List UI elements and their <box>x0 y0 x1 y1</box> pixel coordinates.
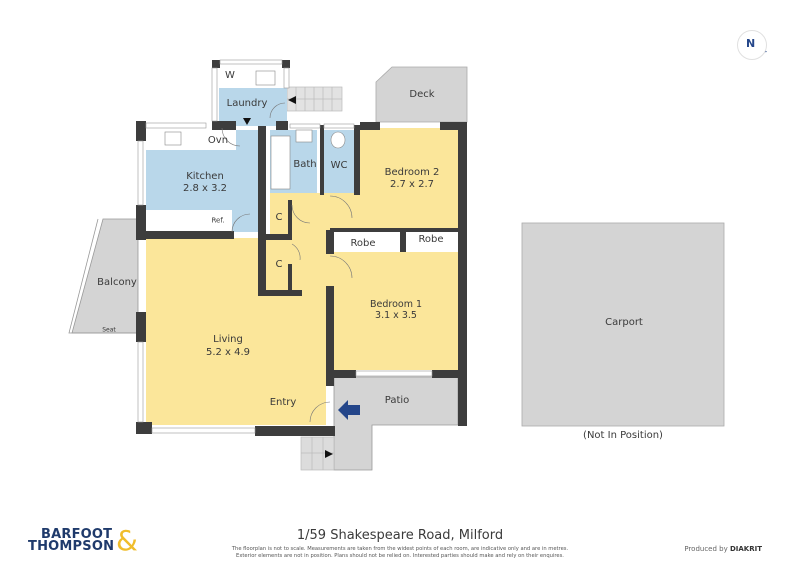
fixtures <box>164 70 346 149</box>
compass: N <box>737 30 767 60</box>
kitchen-bench-bottom <box>146 210 232 232</box>
disclaimer-line1: The floorplan is not to scale. Measureme… <box>231 546 569 552</box>
balcony-label: Balcony <box>97 277 137 288</box>
balcony-seat-label: Seat <box>102 326 116 334</box>
walls <box>136 60 467 436</box>
hall2-floor <box>290 231 330 291</box>
carport-note: (Not In Position) <box>583 430 663 441</box>
deck-label: Deck <box>409 89 435 100</box>
cupboard1-label: C <box>275 212 283 223</box>
living-size: 5.2 x 4.9 <box>205 347 251 358</box>
producer-name: DIAKRIT <box>729 545 762 553</box>
stair-arrow-up <box>288 96 296 104</box>
produced-by: Produced by DIAKRIT <box>684 545 762 553</box>
laundry-floor <box>219 88 287 126</box>
disclaimer: The floorplan is not to scale. Measureme… <box>0 546 800 560</box>
property-address: 1/59 Shakespeare Road, Milford <box>296 528 504 543</box>
patio-label: Patio <box>384 395 410 406</box>
living-name: Living <box>213 334 243 345</box>
agency-logo: BARFOOT THOMPSON & <box>28 524 148 558</box>
bedroom2-name: Bedroom 2 <box>384 167 440 178</box>
bath-label: Bath <box>293 159 317 170</box>
patio-area <box>333 376 459 471</box>
cupboard2-label: C <box>275 259 283 270</box>
entry-label: Entry <box>269 397 297 408</box>
washer-label: W <box>225 70 235 81</box>
bath-tub <box>270 135 291 190</box>
kitchen-name: Kitchen <box>186 171 224 182</box>
agency-ampersand: & <box>116 524 138 557</box>
entry-arrow <box>338 400 360 420</box>
laundry-label: Laundry <box>226 98 268 109</box>
door-swings <box>221 102 353 423</box>
disclaimer-line2: Exterior elements are not in position. P… <box>236 553 564 559</box>
kitchen-size: 2.8 x 3.2 <box>182 183 228 194</box>
carport-label: Carport <box>605 317 643 328</box>
oven-label: Ovn <box>207 135 229 146</box>
carport-area <box>521 222 725 427</box>
agency-name-line2: THOMPSON <box>28 539 115 554</box>
bedroom1-size: 3.1 x 3.5 <box>375 310 417 321</box>
stair-arrow-patio <box>325 450 333 458</box>
deck-area <box>375 66 468 123</box>
robe1-label: Robe <box>350 238 376 249</box>
windows <box>137 59 433 434</box>
balcony-area <box>71 218 139 334</box>
robe2 <box>404 230 458 250</box>
bedroom2-size: 2.7 x 2.7 <box>389 179 435 190</box>
wc-label: WC <box>330 160 348 171</box>
bedroom1-name: Bedroom 1 <box>369 299 423 310</box>
balcony-rail <box>68 218 138 334</box>
robe2-label: Robe <box>418 234 444 245</box>
fridge-label: Ref. <box>211 216 225 225</box>
laundry-door-arrow <box>243 118 251 125</box>
agency-name-line1: BARFOOT <box>41 527 113 542</box>
robe1 <box>330 232 400 252</box>
bedroom2-floor <box>358 128 458 231</box>
produced-by-prefix: Produced by <box>684 545 730 553</box>
compass-north-label: N <box>746 37 756 50</box>
